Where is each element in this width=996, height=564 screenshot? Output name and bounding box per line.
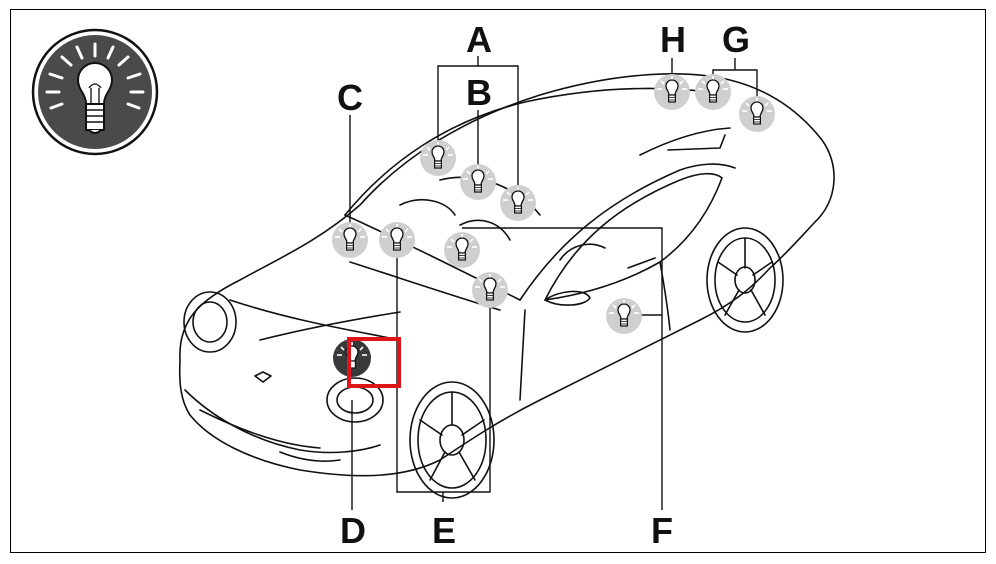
- highlight-box-d: [347, 337, 401, 388]
- bulb-icon: [378, 221, 416, 259]
- bulb-icon: [605, 297, 643, 335]
- callout-d: D: [340, 510, 366, 551]
- light-bulb-icon: [31, 28, 159, 156]
- bulb-icon: [443, 231, 481, 269]
- bulb-icon: [419, 139, 457, 177]
- callout-c: C: [337, 77, 363, 118]
- car-outline: [178, 73, 835, 499]
- bulb-icon: [738, 95, 776, 133]
- callout-f: F: [651, 510, 673, 551]
- bulb-icon: [499, 184, 537, 222]
- bulb-icon: [459, 163, 497, 201]
- bulb-icon-highlighted: [333, 339, 371, 377]
- callout-a: A: [466, 19, 492, 60]
- callout-e: E: [431, 510, 456, 551]
- callout-g: G: [721, 19, 750, 60]
- bulb-icon: [694, 73, 732, 111]
- bulb-icon: [331, 221, 369, 259]
- callout-b: B: [466, 72, 492, 113]
- bulb-icon: [653, 73, 691, 111]
- bulb-icon: [471, 271, 509, 309]
- callout-h: H: [660, 19, 686, 60]
